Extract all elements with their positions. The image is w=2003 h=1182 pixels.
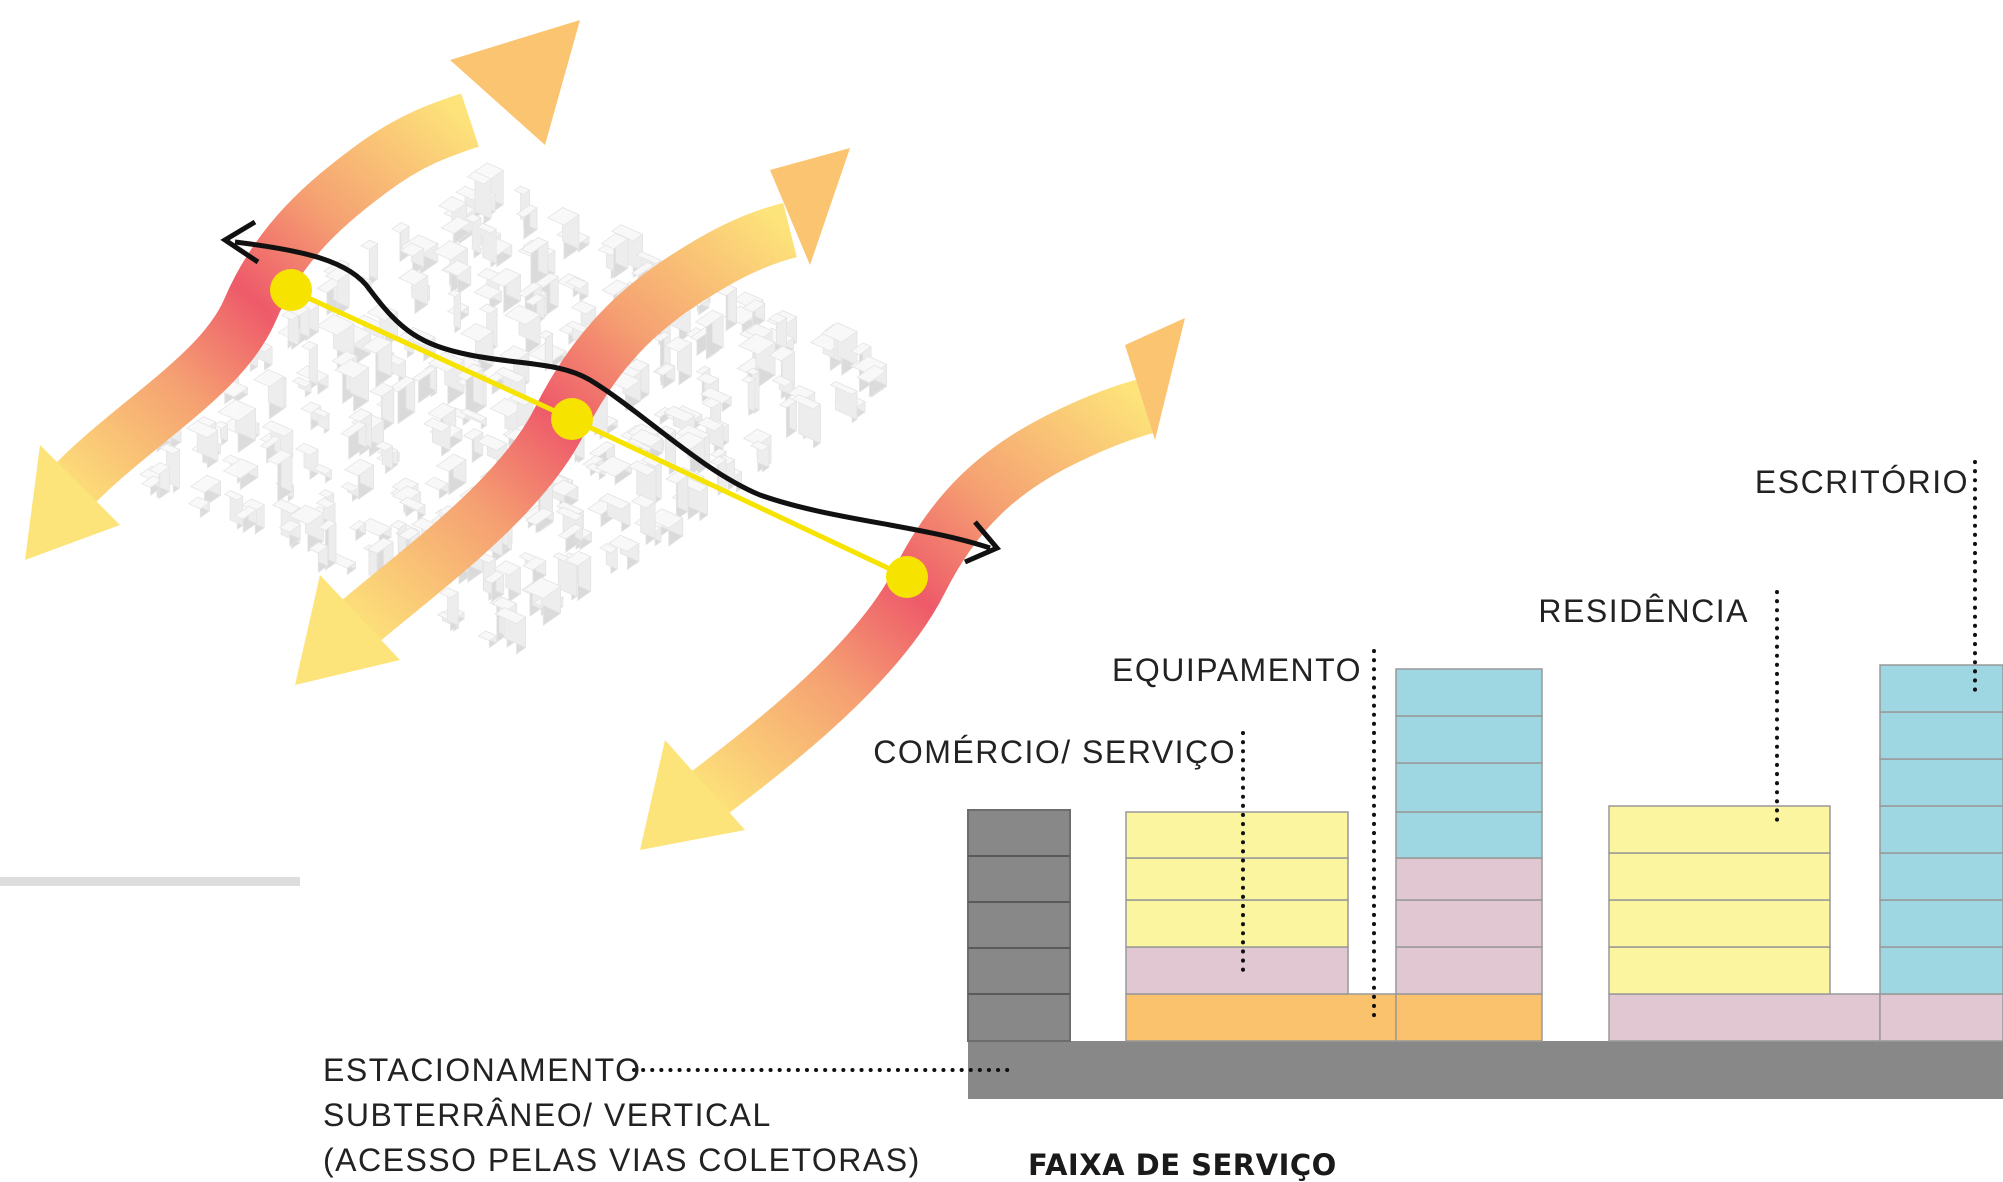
circulation-path <box>220 219 1002 565</box>
building-office <box>1879 664 2003 1042</box>
label-estacionamento-2: SUBTERRÂNEO/ VERTICAL <box>323 1097 772 1133</box>
label-faixa-de-servico: FAIXA DE SERVIÇO <box>1028 1148 1337 1182</box>
node-2 <box>551 398 593 440</box>
parking-tower <box>967 809 1071 1042</box>
node-3 <box>886 556 928 598</box>
arrowhead-left-icon <box>220 219 260 265</box>
label-escritorio: ESCRITÓRIO <box>1755 464 1969 500</box>
node-1 <box>270 269 312 311</box>
node-connection <box>270 269 928 598</box>
label-comercio: COMÉRCIO/ SERVIÇO <box>873 734 1236 770</box>
label-equipamento: EQUIPAMENTO <box>1112 652 1362 688</box>
building-commerce-residence <box>1125 811 1397 1042</box>
section-diagram: ESCRITÓRIO RESIDÊNCIA EQUIPAMENTO COMÉRC… <box>323 460 2003 1182</box>
parking-slab <box>968 1041 2003 1099</box>
building-residence <box>1608 805 1881 1042</box>
label-estacionamento-1: ESTACIONAMENTO <box>323 1052 642 1088</box>
flow-arrow-2 <box>295 148 850 685</box>
divider-line <box>0 877 300 886</box>
building-equipment-office <box>1395 668 1543 1042</box>
flow-arrow-1 <box>25 20 580 560</box>
label-residencia: RESIDÊNCIA <box>1538 593 1749 629</box>
label-estacionamento-3: (ACESSO PELAS VIAS COLETORAS) <box>323 1142 921 1178</box>
arrowhead-right-icon <box>963 520 1002 565</box>
